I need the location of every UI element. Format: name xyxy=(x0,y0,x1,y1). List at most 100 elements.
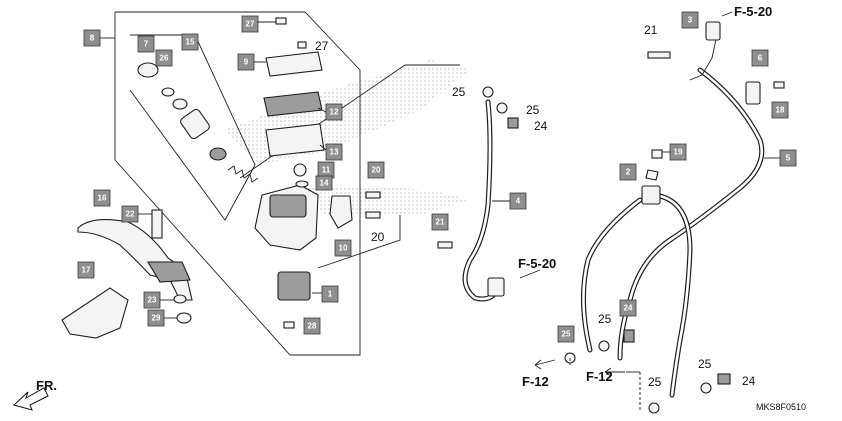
svg-text:25: 25 xyxy=(562,330,571,339)
svg-text:19: 19 xyxy=(674,148,683,157)
svg-text:5: 5 xyxy=(786,154,791,163)
svg-text:8: 8 xyxy=(90,34,95,43)
callout-28: 28 xyxy=(303,317,321,335)
svg-text:1: 1 xyxy=(328,290,333,299)
piston-washer xyxy=(172,98,188,110)
ref-f12-left: F-12 xyxy=(522,374,549,389)
svg-text:12: 12 xyxy=(330,108,339,117)
brake-lever xyxy=(77,219,193,301)
bolt-21b xyxy=(647,51,671,59)
bolt-24b xyxy=(623,329,635,343)
svg-text:14: 14 xyxy=(320,179,329,188)
washer-23 xyxy=(173,294,187,304)
callout-29: 29 xyxy=(147,309,165,327)
svg-text:10: 10 xyxy=(339,244,348,253)
brake-hose-4 xyxy=(462,99,501,302)
lever-guard xyxy=(61,287,129,339)
primary-cup xyxy=(209,147,227,161)
callout-27: 27 xyxy=(241,15,259,33)
svg-text:6: 6 xyxy=(758,54,763,63)
svg-text:17: 17 xyxy=(82,266,91,275)
master-cylinder-reservoir xyxy=(269,194,307,218)
callout-7: 7 xyxy=(137,35,155,53)
svg-text:18: 18 xyxy=(776,106,785,115)
diagram-code: MKS8F0510 xyxy=(756,402,806,412)
plain-25b: 25 xyxy=(526,103,540,117)
svg-text:3: 3 xyxy=(688,16,693,25)
svg-text:21: 21 xyxy=(436,218,445,227)
lever-pivot xyxy=(147,261,191,283)
clamp-holder xyxy=(329,195,353,229)
svg-text:15: 15 xyxy=(186,38,195,47)
piston xyxy=(180,108,210,140)
leader-13 xyxy=(319,144,327,151)
svg-text:26: 26 xyxy=(160,54,169,63)
callout-20: 20 xyxy=(367,161,385,179)
bolt-20a xyxy=(365,191,381,199)
ref-f12-right: F-12 xyxy=(586,369,613,384)
callout-26: 26 xyxy=(155,49,173,67)
callout-14: 14 xyxy=(315,175,333,191)
clip-2 xyxy=(645,169,659,181)
brake-hose-4-inner xyxy=(463,100,500,301)
callout-24: 24 xyxy=(619,299,637,317)
brake-hose-left-branch xyxy=(581,197,643,353)
callout-16: 16 xyxy=(93,189,111,207)
hatch-area-upper xyxy=(225,60,470,165)
brake-hose-right-branch-inner xyxy=(653,193,692,397)
callout-8: 8 xyxy=(83,29,101,47)
piston-boot xyxy=(137,62,159,78)
bolt-22 xyxy=(151,209,163,239)
f12-right-arrow xyxy=(604,367,625,377)
bolt-24c xyxy=(717,373,731,385)
brake-pipe-upper xyxy=(689,29,719,81)
f12-left-arrow xyxy=(534,359,556,370)
three-way-joint xyxy=(641,185,661,205)
callout-23: 23 xyxy=(143,291,161,309)
callout-18: 18 xyxy=(771,101,789,119)
plain-20: 20 xyxy=(371,230,385,244)
brake-hose-right-branch xyxy=(652,192,693,398)
svg-text:2: 2 xyxy=(626,168,631,177)
washer-11 xyxy=(293,163,307,177)
bolt-24a xyxy=(507,117,519,129)
f520-mid-arrow xyxy=(519,269,541,279)
reservoir-cap xyxy=(265,51,323,77)
ref-f520-top: F-5-20 xyxy=(734,4,772,19)
hose-clamp-3 xyxy=(705,21,721,41)
washer-25f xyxy=(700,382,712,394)
callout-17: 17 xyxy=(77,261,95,279)
washer-25d xyxy=(598,340,610,352)
washer-25a xyxy=(482,86,494,98)
svg-text:4: 4 xyxy=(516,197,521,206)
plain-24b: 24 xyxy=(742,374,756,388)
bolt-21 xyxy=(437,241,453,249)
ref-f520-mid: F-5-20 xyxy=(518,256,556,271)
plain-25e: 25 xyxy=(698,357,712,371)
leader-12 xyxy=(317,107,327,113)
svg-text:29: 29 xyxy=(152,314,161,323)
plain-25d: 25 xyxy=(648,375,662,389)
bolt-27-cap xyxy=(297,41,307,49)
washer-25e xyxy=(648,402,660,414)
brake-light-switch xyxy=(277,271,311,301)
plain-27: 27 xyxy=(315,39,329,53)
washer-25b xyxy=(496,102,508,114)
plain-25c: 25 xyxy=(598,312,612,326)
svg-text:20: 20 xyxy=(372,166,381,175)
svg-text:27: 27 xyxy=(246,20,255,29)
svg-text:16: 16 xyxy=(98,194,107,203)
snap-ring xyxy=(161,87,175,97)
svg-text:23: 23 xyxy=(148,296,157,305)
front-direction-arrow xyxy=(13,387,49,411)
hose-joint-4 xyxy=(487,277,505,297)
master-cylinder-outline-2 xyxy=(317,215,401,269)
callout-13: 13 xyxy=(325,143,343,161)
callout-3: 3 xyxy=(681,11,699,29)
callout-12: 12 xyxy=(325,103,343,121)
bolt-27-top xyxy=(275,17,287,25)
brake-hose-5 xyxy=(617,67,765,361)
diaphragm xyxy=(265,123,325,157)
svg-text:9: 9 xyxy=(244,58,249,67)
assembly-outline xyxy=(114,11,361,356)
